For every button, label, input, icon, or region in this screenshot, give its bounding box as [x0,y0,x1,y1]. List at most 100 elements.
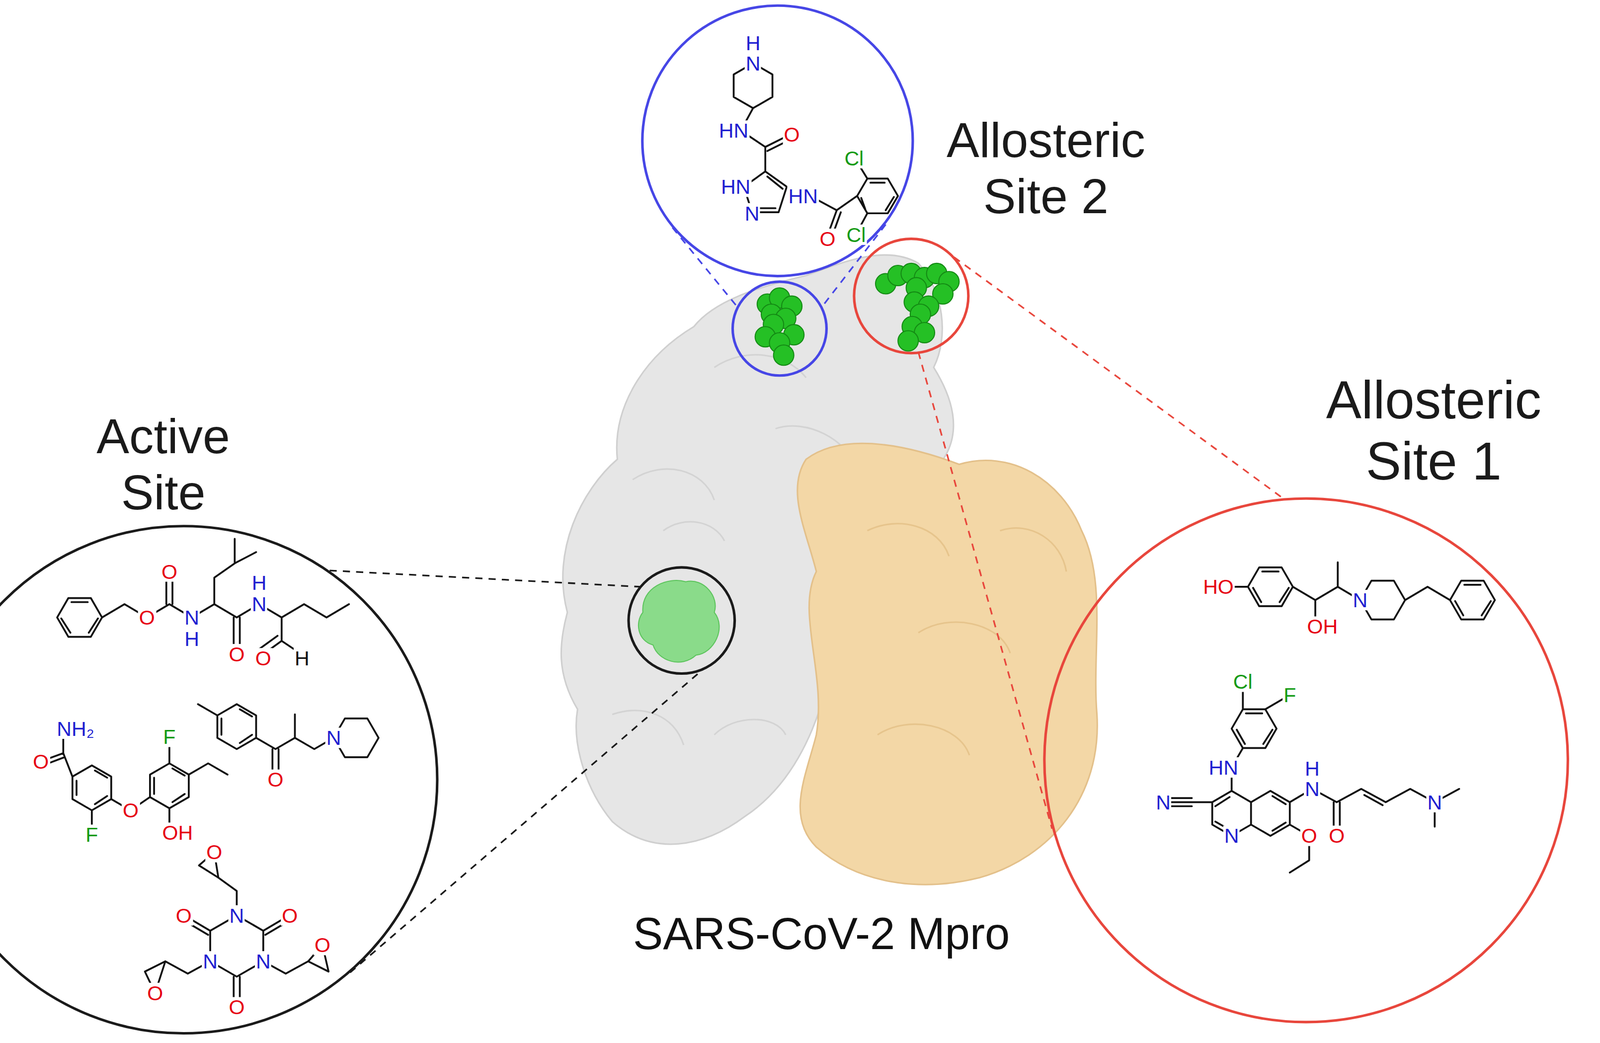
atom-label: N [1352,589,1369,611]
atom-label: HN [1207,757,1240,778]
ifenprodil-structure [1225,562,1495,627]
circle-border [642,5,913,276]
atom-symbol: O [783,124,801,146]
atom-label: H [183,628,201,649]
atom-label: N [228,905,246,926]
site1-ligand [875,263,960,352]
atom-symbol: O [138,607,157,628]
surface-texture [867,523,1067,756]
atom-symbol: O [146,982,164,1004]
atom-label: HN [720,176,752,197]
atom-symbol: N [250,593,268,615]
atom-label: HN [787,185,819,207]
atom-symbol: H [183,628,201,649]
active-site-marker [628,567,735,674]
atom-label: H [250,572,268,593]
atom-label: O [31,751,50,772]
circle-outline [640,3,915,278]
atom-label: O [1327,825,1346,847]
circle-outline [0,524,439,1036]
atom-symbol: F [84,824,99,845]
atom-label: O [174,905,193,926]
atom-label: Cl [1232,671,1254,692]
atom-symbol: O [31,751,50,772]
atom-label: N [1223,825,1241,847]
atom-symbol: H [1303,758,1321,779]
atom-label: F [1282,684,1297,706]
atom-label: N [201,951,219,972]
atom-symbol: N [1426,792,1443,813]
protein-name: SARS-CoV-2 Mpro [632,911,1011,957]
zoom-line [672,224,886,307]
circle-border [0,526,438,1034]
atom-symbol: N [744,53,762,74]
atom-symbol: F [1282,684,1297,706]
atom-symbol: O [160,561,179,582]
atom-label: O [266,769,285,791]
atom-label: O [121,800,140,821]
atom-label: N [1303,778,1321,800]
site2-ligand [755,287,805,366]
atom-label: O [227,643,246,665]
atom-symbol: OH [160,822,194,843]
atom-label: F [161,726,177,747]
atom-symbol: H [293,647,311,669]
bond-lines [733,63,899,235]
atom-label: O [146,982,164,1004]
mannich-base-structure [197,704,379,774]
atom-label: F [84,824,99,845]
zoom-line [918,257,1283,829]
atom-label: O [160,561,179,582]
atom-label: HO [1201,576,1235,597]
bond-lines [1163,681,1460,873]
atom-symbol: O [205,841,224,863]
atom-symbol: O [313,934,332,956]
ligand-spheres [638,263,960,663]
atom-symbol: N [1223,825,1241,847]
atom-symbol: Cl [843,148,865,169]
protein-chain-b [797,443,1098,885]
binding-site-circle: Active Site [0,524,439,1036]
atom-label: O [783,124,801,146]
heading-text: Active Site [96,408,230,520]
atom-label: N [183,607,201,628]
atom-symbol: HN [1207,757,1240,778]
atom-sphere [773,344,795,366]
site2-structure [733,63,899,235]
heading-text: Allosteric Site 2 [946,113,1146,224]
binding-site-circle: Allosteric Site 2 [640,3,915,278]
atom-symbol: N [325,727,343,748]
atom-symbol: O [1300,825,1319,847]
atom-symbol: O [280,905,299,926]
atom-label: O [205,841,224,863]
atom-symbol: N [1352,589,1369,611]
bond-lines [1225,562,1495,627]
atom-symbol: O [818,228,837,249]
atom-label: HN [718,120,750,141]
atom-label: N [1154,792,1172,813]
chemical-bonds [40,63,1495,1003]
atom-label: O [254,647,273,669]
site-markers [628,239,969,674]
atom-label: O [313,934,332,956]
atom-label: O [818,228,837,249]
atom-symbol: N [1154,792,1172,813]
atom-label: N [254,951,272,972]
atom-label: H [293,647,311,669]
atom-label: O [138,607,157,628]
bond-lines [145,852,329,1003]
atom-label: Cl [845,224,867,245]
bond-lines [40,730,228,835]
atom-symbol: HN [787,185,819,207]
atom-symbol: HN [718,120,750,141]
atom-label: NH₂ [55,718,95,739]
atom-symbol: H [250,572,268,593]
atom-symbol: O [227,997,246,1018]
atom-label: N [1426,792,1443,813]
circle-border [1044,498,1568,1023]
isocyanurate-structure [145,852,329,1003]
atom-label: OH [1306,616,1340,638]
atom-label: N [325,727,343,748]
